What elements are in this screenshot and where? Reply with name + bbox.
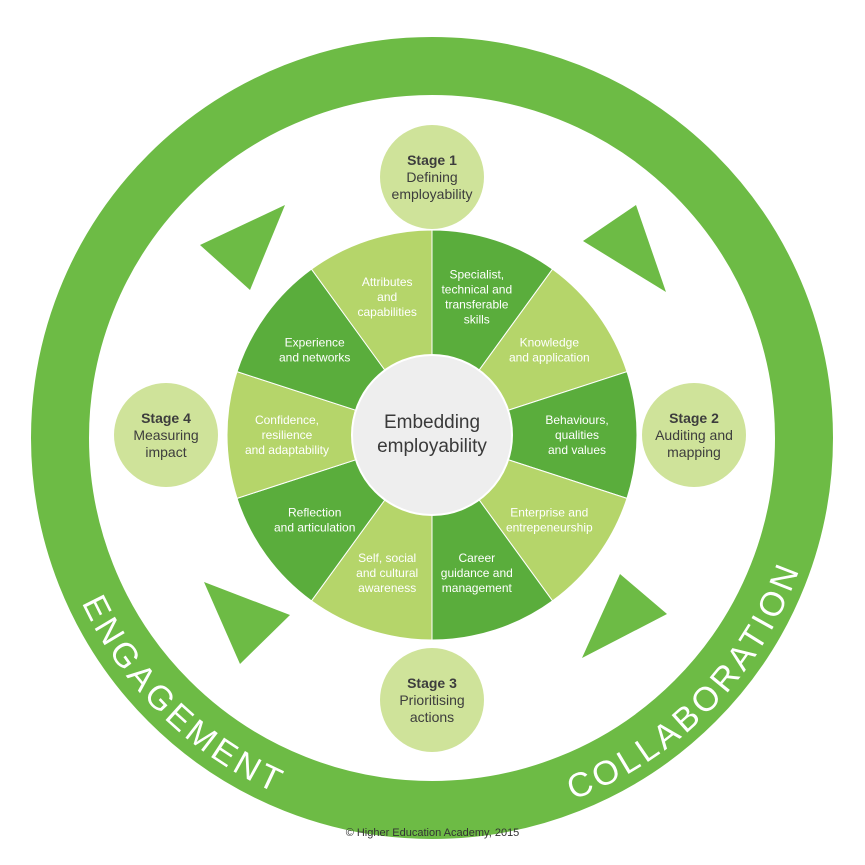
stage-3-title: Stage 3 — [407, 675, 457, 691]
wheel-segment-2-label-line-1: Knowledge — [520, 335, 580, 349]
wheel-segment-10-label-line-2: and — [377, 290, 397, 304]
wheel-segment-6-label-line-2: and cultural — [356, 566, 418, 580]
wheel-segment-9-label-line-1: Experience — [285, 335, 345, 349]
center-circle — [351, 354, 513, 516]
wheel-segment-1-label-line-1: Specialist, — [449, 268, 504, 282]
wheel-segment-3-label-line-1: Behaviours, — [545, 413, 608, 427]
wheel-segment-7-label-line-1: Reflection — [288, 506, 341, 520]
stage-2-label-line-1: Auditing and — [655, 427, 733, 443]
wheel-segment-7-label-line-2: and articulation — [274, 521, 355, 535]
outer-ring — [31, 37, 833, 839]
wheel-segment-5-label-line-1: Career — [458, 551, 495, 565]
wheel-segment-3 — [430, 371, 638, 499]
copyright-notice: © Higher Education Academy, 2015 — [345, 827, 520, 839]
wheel-segment-10-label-line-1: Attributes — [362, 275, 413, 289]
wheel-segment-1-label-line-3: transferable — [445, 298, 509, 312]
arrow-bottom-right — [582, 574, 667, 658]
stage-1-title: Stage 1 — [407, 152, 457, 168]
wheel-segment-8 — [226, 371, 434, 499]
stage-3-label-line-1: Prioritising — [399, 692, 464, 708]
wheel-segment-3-label-line-2: qualities — [555, 428, 599, 442]
stage-4-label-line-1: Measuring — [133, 427, 198, 443]
stage-3-circle — [380, 648, 484, 752]
wheel-segment-1-label-line-4: skills — [464, 313, 490, 327]
stage-2-label-line-2: mapping — [667, 444, 721, 460]
stage-2-circle — [642, 383, 746, 487]
wheel-segment-5-label-line-3: management — [442, 581, 513, 595]
stage-1-label-line-1: Defining — [406, 169, 457, 185]
wheel-segment-8-label-line-2: resilience — [262, 428, 313, 442]
wheel-segment-8-label-line-1: Confidence, — [255, 413, 319, 427]
wheel-segment-4-label-line-2: entrepeneurship — [506, 521, 593, 535]
stage-4-label-line-2: impact — [145, 444, 186, 460]
wheel-segment-3-label-line-3: and values — [548, 443, 606, 457]
wheel-segment-8-label-line-3: and adaptability — [245, 443, 329, 457]
stage-3-label-line-2: actions — [410, 709, 454, 725]
stage-1-label-line-2: employability — [392, 186, 473, 202]
wheel-segment-6-label-line-1: Self, social — [358, 551, 416, 565]
stage-2-title: Stage 2 — [669, 410, 719, 426]
wheel-segment-6-label-line-3: awareness — [358, 581, 416, 595]
wheel-segment-10-label-line-3: capabilities — [358, 305, 417, 319]
stage-1-circle — [380, 125, 484, 229]
wheel-segment-1-label-line-2: technical and — [441, 283, 512, 297]
wheel-segment-2-label-line-2: and application — [509, 350, 590, 364]
wheel-segment-4-label-line-1: Enterprise and — [510, 506, 588, 520]
wheel-segment-9-label-line-2: and networks — [279, 350, 350, 364]
stage-4-title: Stage 4 — [141, 410, 191, 426]
stage-4-circle — [114, 383, 218, 487]
arrow-top-right — [583, 205, 666, 292]
arrow-bottom-left — [204, 582, 290, 664]
center-title-line2: employability — [377, 436, 487, 457]
center-title-line1: Embedding — [384, 412, 480, 433]
arrow-top-left — [200, 205, 285, 290]
wheel-segment-5-label-line-2: guidance and — [441, 566, 513, 580]
